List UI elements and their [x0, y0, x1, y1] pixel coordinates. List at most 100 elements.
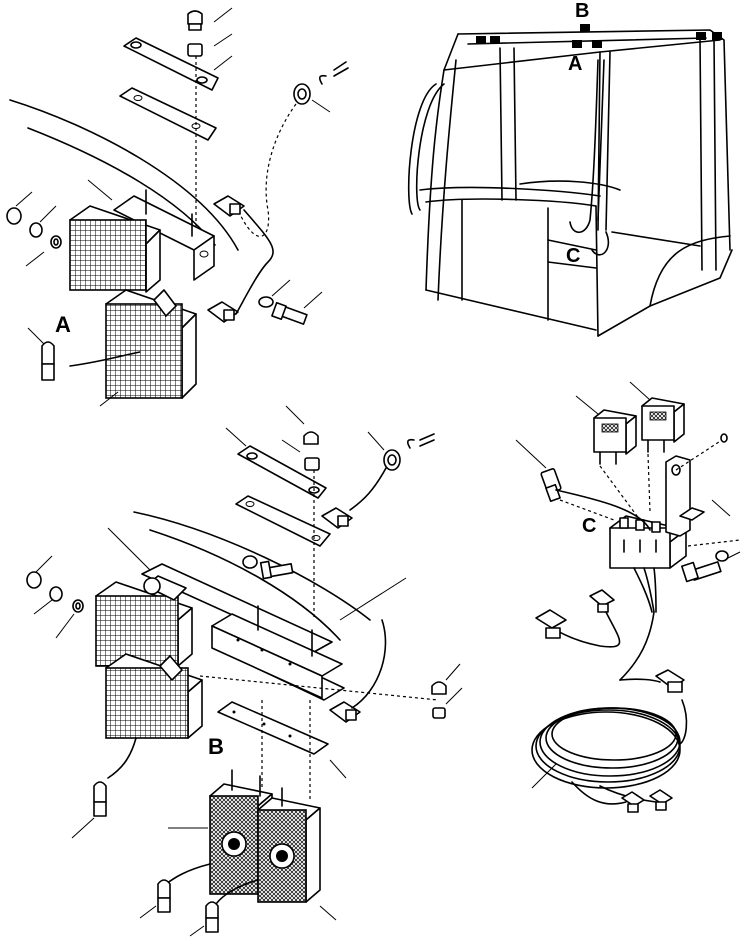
leader-line: [311, 99, 331, 113]
bulb-icon: [157, 879, 171, 913]
relay-harness-assembly: C: [515, 381, 741, 813]
cab-roof-edge: [133, 511, 371, 621]
work-lamp: [95, 575, 193, 667]
leader-line: [99, 391, 119, 407]
leader-line: [27, 327, 45, 345]
cab-roof-inner: [467, 37, 707, 45]
cab-waistline: [419, 186, 601, 197]
cab-roof-edge-inner: [149, 529, 341, 641]
harness-wire: [633, 567, 653, 613]
leader-line: [213, 7, 233, 23]
label-b: B: [208, 734, 224, 759]
harness-branch: [555, 611, 621, 648]
connector: [213, 195, 245, 217]
harness-branch: [619, 678, 661, 683]
harness-wire: [643, 567, 655, 613]
washer-stack: [26, 571, 84, 613]
lamp-wire: [165, 863, 211, 885]
centerline: [675, 439, 723, 471]
connector: [321, 507, 353, 529]
leader-line: [531, 763, 557, 789]
hex-nut: [304, 457, 320, 471]
plug-connector: [621, 791, 645, 813]
centerline: [687, 539, 741, 547]
wire: [235, 209, 274, 315]
hex-nut: [187, 43, 203, 57]
lamp-wire: [107, 737, 137, 779]
label-a: A: [55, 312, 71, 337]
relay: [641, 397, 685, 453]
wire-route: [237, 103, 297, 237]
grommet: [293, 61, 349, 105]
roof-lamp: [476, 36, 486, 44]
leader-line: [445, 663, 461, 681]
cab-pillar: [513, 47, 517, 201]
work-lamp: [105, 289, 197, 399]
roof-lamp: [712, 32, 722, 40]
label-c: C: [582, 515, 596, 537]
cab-waistline: [425, 198, 597, 207]
beacon-lamp: [257, 787, 321, 903]
leader-line: [55, 613, 75, 639]
centerline: [599, 465, 641, 521]
cab-corner: [595, 205, 599, 337]
cab-floor: [425, 289, 597, 331]
bolt: [271, 301, 308, 325]
leader-line: [189, 925, 205, 937]
nut: [715, 550, 729, 562]
cab-inner: [547, 239, 597, 251]
leader-line: [515, 439, 547, 469]
plug-connector: [655, 669, 685, 693]
leader-line: [213, 55, 233, 71]
lamp-bracket: [141, 563, 345, 701]
work-lamp-assembly-a: A: [6, 7, 349, 407]
relay-bracket: [665, 455, 705, 537]
grab-handle: [407, 83, 437, 215]
leader-line: [727, 551, 741, 559]
leader-line: [139, 905, 157, 919]
bolt: [259, 560, 294, 580]
beacon-plate: [217, 701, 329, 755]
grab-handle: [415, 83, 445, 211]
lamp-wire: [69, 351, 141, 367]
leader-line: [303, 291, 323, 309]
leader-line: [575, 395, 599, 415]
leader-line: [107, 527, 151, 571]
mounting-strap: [123, 37, 219, 91]
leader-line: [35, 555, 53, 573]
cab-harness: [569, 59, 599, 234]
roof-lamp: [490, 36, 500, 44]
leader-line: [25, 251, 45, 267]
hex-nut: [432, 707, 446, 719]
cab-pillar: [699, 37, 703, 271]
cab-sill: [611, 231, 701, 247]
label-a-cab: A: [568, 53, 582, 75]
relay: [593, 409, 637, 465]
wire: [349, 467, 387, 511]
washer-stack: [6, 207, 62, 249]
leader-line: [339, 577, 407, 621]
cab-pillar: [437, 59, 457, 301]
cap-nut: [303, 431, 319, 445]
leader-line: [71, 817, 95, 839]
leader-line: [367, 431, 385, 451]
cab-floor-rear: [597, 249, 733, 337]
cap-nut: [431, 681, 447, 695]
connector: [207, 301, 239, 323]
washer: [258, 296, 274, 308]
cab-inner: [547, 261, 597, 269]
leader-line: [213, 33, 233, 47]
leader-line: [39, 205, 57, 223]
grommet: [383, 433, 435, 471]
bulb-icon: [93, 781, 107, 817]
gasket: [235, 495, 331, 547]
leader-line: [15, 191, 33, 207]
bulb-icon: [205, 901, 219, 933]
centerline: [647, 453, 651, 513]
harness-trunk: [619, 611, 655, 681]
roof-lamp: [592, 40, 602, 48]
bolt: [681, 561, 722, 583]
plug-connector: [535, 609, 567, 639]
